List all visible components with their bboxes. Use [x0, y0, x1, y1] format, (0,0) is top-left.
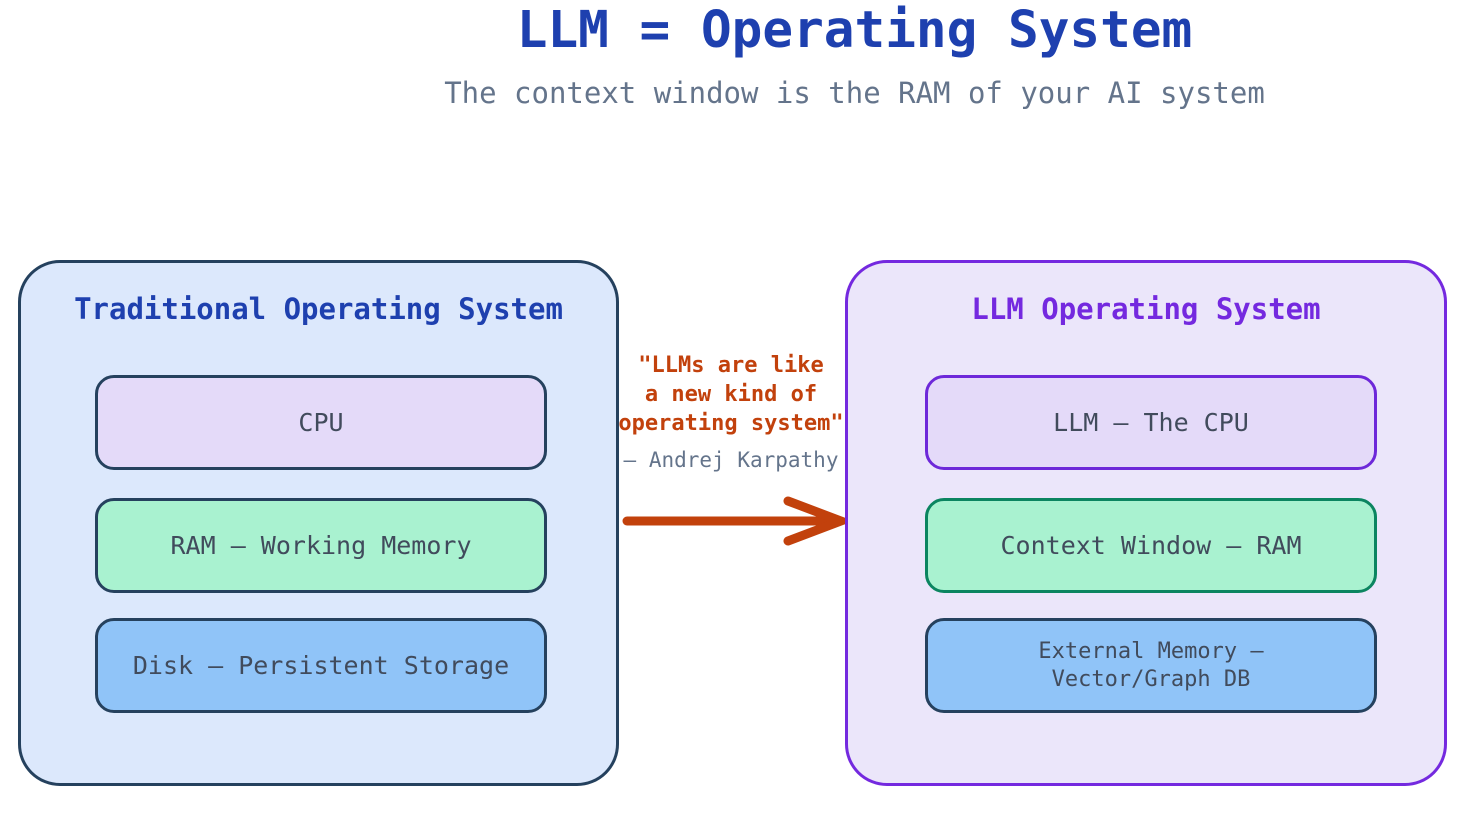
page-subtitle: The context window is the RAM of your AI… [444, 76, 1265, 110]
context-window-box-label: Context Window — RAM [1000, 530, 1302, 560]
external-memory-box: External Memory — Vector/Graph DB [925, 618, 1377, 713]
cpu-box: CPU [95, 375, 547, 470]
llm-os-panel-title: LLM Operating System [971, 292, 1321, 326]
context-window-box: Context Window — RAM [925, 498, 1377, 593]
ram-box: RAM — Working Memory [95, 498, 547, 593]
disk-box: Disk — Persistent Storage [95, 618, 547, 713]
ram-box-label: RAM — Working Memory [170, 530, 472, 560]
traditional-os-panel-title: Traditional Operating System [74, 292, 563, 326]
disk-box-label: Disk — Persistent Storage [132, 650, 510, 680]
llm-cpu-box-label: LLM — The CPU [1053, 407, 1249, 437]
right-arrow-icon [622, 496, 848, 546]
page-title: LLM = Operating System [516, 1, 1193, 60]
quote-line-2: a new kind of [644, 382, 818, 407]
llm-os-panel: LLM Operating System LLM — The CPU Conte… [845, 260, 1447, 786]
external-memory-box-label: External Memory — Vector/Graph DB [1038, 638, 1264, 692]
karpathy-quote: "LLMs are like a new kind of operating s… [606, 351, 856, 438]
quote-line-3: operating system" [618, 411, 844, 436]
cpu-box-label: CPU [298, 407, 344, 437]
traditional-os-panel: Traditional Operating System CPU RAM — W… [18, 260, 619, 786]
quote-attribution: — Andrej Karpathy [623, 448, 839, 472]
llm-cpu-box: LLM — The CPU [925, 375, 1377, 470]
quote-line-1: "LLMs are like [638, 353, 824, 378]
